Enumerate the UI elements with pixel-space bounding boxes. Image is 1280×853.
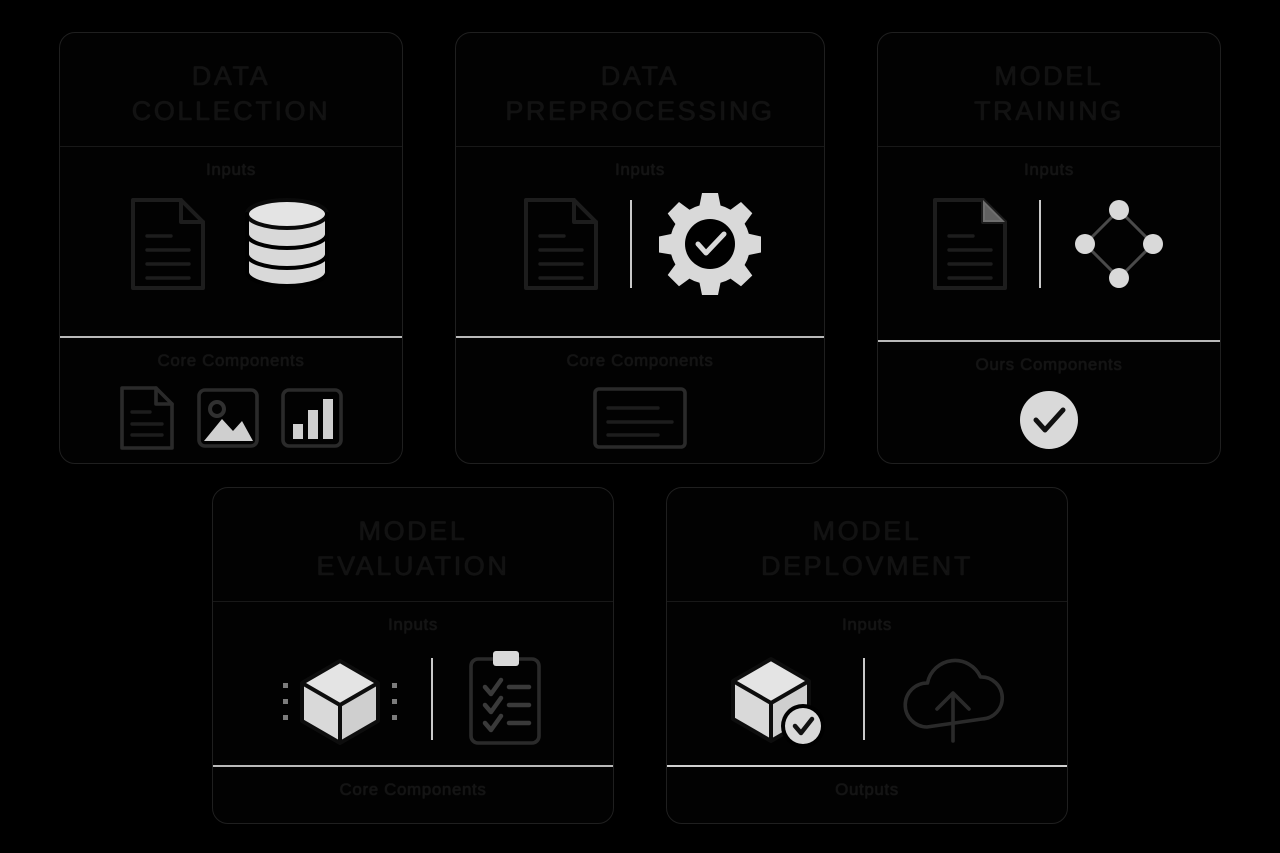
core-icon-row [1006,383,1092,463]
document-icon [524,198,598,291]
section-label-inputs: Inputs [1024,160,1074,180]
gear-check-icon [659,193,761,296]
card-header: DATA PREPROCESSING [456,33,824,148]
section-inputs: Inputs [878,147,1220,340]
section-label-inputs: Inputs [388,615,438,635]
section-label-core: Core Components [157,351,305,370]
input-icon-row [709,643,1025,761]
pipeline-row-top: DATA COLLECTION Inputs [0,32,1280,464]
table-list-icon [593,387,687,449]
cloud-upload-icon [903,658,1005,743]
section-inputs: Inputs [213,602,613,765]
section-label-outputs: Outputs [835,780,899,800]
section-core-components: Ours Components [878,340,1220,463]
core-icon-row [403,808,423,823]
section-core-components: Core Components [456,336,824,463]
input-icon-row [917,188,1181,306]
card-data-collection[interactable]: DATA COLLECTION Inputs [59,32,403,464]
document-icon [131,198,205,291]
icon-divider [431,658,433,741]
section-core-components: Core Components [60,336,402,463]
section-label-core: Core Components [566,351,714,370]
card-header: MODEL EVALUATION [213,488,613,603]
image-icon [197,388,259,448]
card-model-deployment[interactable]: MODEL DEPLOVMENT Inputs [666,487,1068,824]
cube-check-icon [731,657,825,749]
card-model-training[interactable]: MODEL TRAINING Inputs [877,32,1221,464]
clipboard-checklist-icon [469,651,541,745]
card-header: MODEL TRAINING [878,33,1220,148]
section-core-components: Core Components [213,765,613,823]
card-title: MODEL TRAINING [974,61,1124,126]
cube-icon [283,659,397,746]
card-title: DATA PREPROCESSING [505,61,775,126]
section-outputs: Outputs [667,765,1067,823]
section-inputs: Inputs [456,147,824,336]
section-label-inputs: Inputs [615,160,665,180]
card-title: MODEL DEPLOVMENT [760,516,974,581]
icon-divider [630,200,632,289]
input-icon-row [115,188,347,306]
section-inputs: Inputs [667,602,1067,765]
document-icon [933,198,1007,291]
database-icon [245,198,329,289]
section-label-core: Core Components [339,780,487,800]
card-header: DATA COLLECTION [60,33,402,148]
card-data-preprocessing[interactable]: DATA PREPROCESSING Inputs [455,32,825,464]
pipeline-row-bottom: MODEL EVALUATION Inputs [0,487,1280,824]
core-icon-row [580,379,700,463]
input-icon-row [265,643,561,761]
card-header: MODEL DEPLOVMENT [667,488,1067,603]
icon-divider [863,658,865,741]
input-icon-row [508,188,772,306]
core-icon-row [105,379,357,463]
card-title: DATA COLLECTION [131,61,331,126]
section-label-core: Ours Components [975,355,1123,374]
bar-chart-icon [281,388,343,448]
section-label-inputs: Inputs [206,160,256,180]
check-circle-icon [1020,391,1078,449]
section-label-inputs: Inputs [842,615,892,635]
section-inputs: Inputs [60,147,402,336]
card-title: MODEL EVALUATION [316,516,510,581]
neural-network-icon [1075,200,1163,289]
document-icon [120,386,174,450]
icon-divider [1039,200,1041,289]
card-model-evaluation[interactable]: MODEL EVALUATION Inputs [212,487,614,824]
outputs-icon-row [857,808,877,823]
